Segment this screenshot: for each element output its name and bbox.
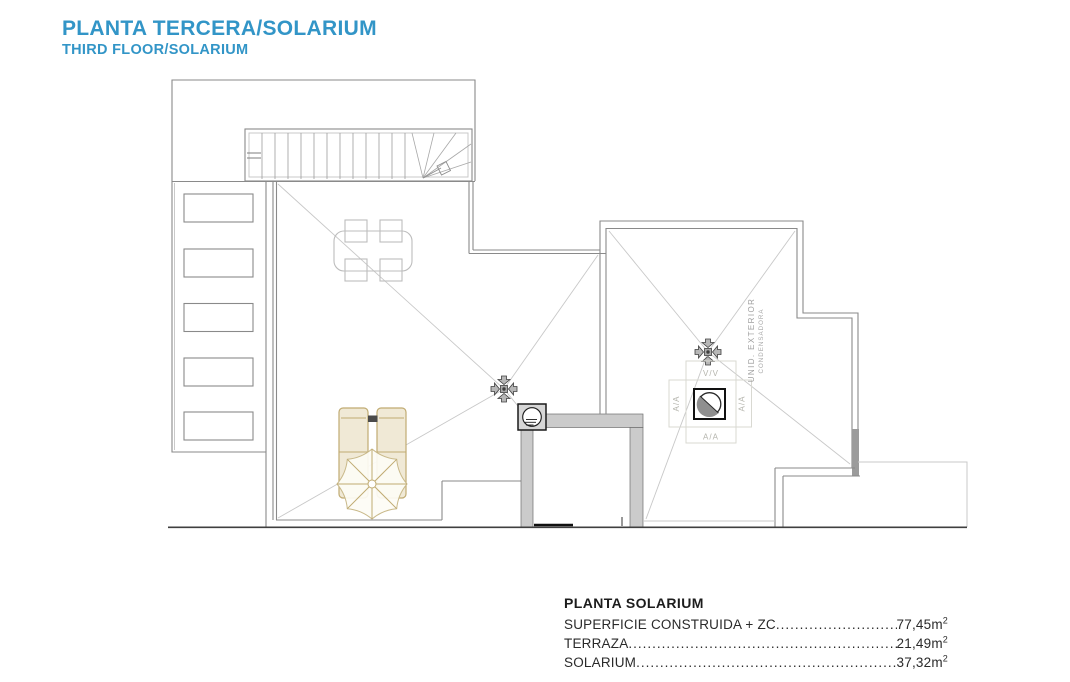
ac-unit-icon (693, 388, 726, 420)
side-table (368, 415, 378, 422)
dot-leader: ........................................… (628, 636, 896, 651)
legend-row: SOLARIUM ...............................… (564, 653, 948, 672)
ac-unit-label-line1: UNID. EXTERIOR (747, 298, 756, 383)
staircase (244, 128, 473, 182)
dot-leader: ........................................… (775, 617, 897, 632)
chair (344, 258, 368, 282)
dot-leader: ........................................… (636, 655, 897, 670)
air-label-left: A/A (672, 396, 681, 412)
air-label-right: A/A (738, 396, 747, 412)
ac-unit-label-line2: CONDENSADORA (758, 309, 765, 374)
legend-row: TERRAZA ................................… (564, 634, 948, 653)
terrace-room (272, 181, 606, 521)
roof-slope-lines (277, 183, 599, 519)
dining-set (333, 219, 413, 282)
page-subtitle: THIRD FLOOR/SOLARIUM (62, 42, 249, 58)
legend-row: SUPERFICIE CONSTRUIDA + ZC .............… (564, 615, 948, 634)
legend-value: 21,49m2 (896, 634, 948, 651)
solarium-room: V/V A/A A/A A/A UNID. EXTERIOR CONDENSAD… (599, 220, 860, 527)
legend-label: SUPERFICIE CONSTRUIDA + ZC (564, 617, 776, 632)
elevator-shaft (517, 403, 644, 528)
stair-direction-arrow-icon (422, 160, 452, 179)
ac-outdoor-unit: V/V A/A A/A A/A UNID. EXTERIOR CONDENSAD… (668, 298, 765, 444)
chair (379, 258, 403, 282)
roof-drain-icon (491, 376, 517, 402)
air-label-bottom: A/A (703, 433, 719, 442)
stair-start-mark (247, 152, 261, 159)
area-legend: PLANTA SOLARIUM SUPERFICIE CONSTRUIDA + … (564, 595, 948, 672)
vent-label: V/V (703, 369, 719, 378)
parasol-icon (336, 448, 408, 520)
table (333, 230, 413, 272)
louvre-panels (183, 193, 254, 441)
legend-label: SOLARIUM (564, 655, 637, 670)
legend-label: TERRAZA (564, 636, 629, 651)
legend-value: 37,32m2 (896, 653, 948, 670)
winder-treads (411, 132, 472, 179)
lower-roof-annex (858, 461, 968, 527)
drain-pipe-icon (517, 403, 547, 431)
header: PLANTA TERCERA/SOLARIUM THIRD FLOOR/SOLA… (62, 16, 377, 59)
page-title: PLANTA TERCERA/SOLARIUM (62, 17, 377, 40)
legend-value: 77,45m2 (896, 615, 948, 632)
legend-title: PLANTA SOLARIUM (564, 595, 704, 611)
